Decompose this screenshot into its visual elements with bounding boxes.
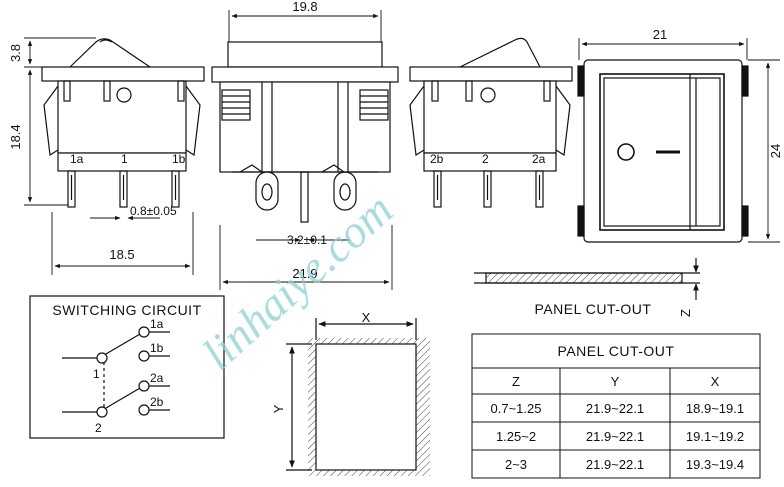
front-view (211, 41, 399, 223)
table-header: Y (611, 374, 620, 389)
terminal-label: 1b (172, 152, 186, 166)
switching-circuit-title: SWITCHING CIRCUIT (52, 302, 201, 318)
circuit-label: 1a (150, 317, 164, 331)
cutout-table (471, 333, 761, 479)
table-cell: 21.9~22.1 (586, 457, 644, 472)
table-cell: 1.25~2 (496, 429, 536, 444)
table-cell: 18.9~19.1 (686, 401, 744, 416)
top-view (577, 59, 749, 243)
table-title: PANEL CUT-OUT (558, 343, 675, 359)
table-cell: 21.9~22.1 (586, 401, 644, 416)
circuit-label: 2 (95, 421, 102, 435)
circuit-label: 2a (150, 371, 164, 385)
table-header: Z (512, 374, 520, 389)
dim-pin-pitch: 3.2±0.1 (287, 233, 327, 247)
table-cell: 2~3 (505, 457, 527, 472)
table-cell: 0.7~1.25 (491, 401, 542, 416)
dim-height-right: 24 (768, 144, 783, 158)
right-side-view (409, 37, 573, 208)
circuit-label: 2b (150, 395, 164, 409)
panel-cutout-drawing (286, 318, 430, 476)
circuit-label: 1 (93, 367, 100, 381)
dim-bottom-width: 21.9 (292, 266, 317, 281)
terminal-label: 2b (430, 152, 444, 166)
y-label: Y (271, 404, 286, 413)
dim-base-width: 18.5 (109, 247, 134, 262)
panel-plate (474, 258, 700, 300)
dim-body-height: 18.4 (8, 124, 23, 149)
dimension-lines (24, 10, 780, 290)
table-header: X (711, 374, 720, 389)
left-side-view (41, 38, 205, 208)
z-label: Z (678, 309, 693, 317)
terminal-label: 2a (532, 152, 546, 166)
terminal-label: 1 (121, 152, 128, 166)
dim-pin-width: 0.8±0.05 (130, 204, 177, 218)
dim-actuator-height: 3.8 (8, 44, 23, 62)
terminal-label: 2 (482, 152, 489, 166)
dim-width-right: 21 (653, 27, 667, 42)
x-label: X (362, 310, 371, 325)
table-cell: 19.1~19.2 (686, 429, 744, 444)
terminal-label: 1a (70, 152, 84, 166)
table-cell: 21.9~22.1 (586, 429, 644, 444)
dim-width-top: 19.8 (292, 0, 317, 14)
table-cell: 19.3~19.4 (686, 457, 744, 472)
switching-circuit (29, 295, 225, 439)
panel-cutout-side-label: PANEL CUT-OUT (535, 301, 652, 317)
circuit-label: 1b (150, 341, 164, 355)
